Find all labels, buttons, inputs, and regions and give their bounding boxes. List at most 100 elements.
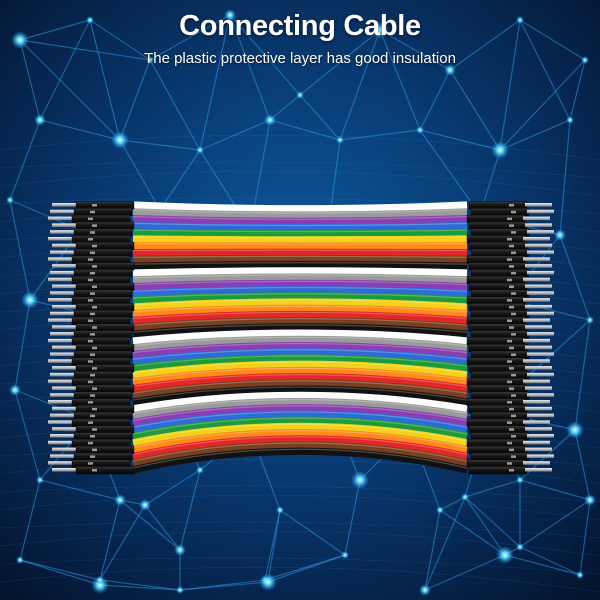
wire bbox=[132, 366, 468, 386]
wire-highlight bbox=[132, 311, 468, 320]
network-line bbox=[344, 479, 361, 556]
left-latch bbox=[90, 414, 95, 418]
network-line bbox=[39, 19, 91, 121]
network-sweep-line bbox=[0, 557, 600, 575]
right-connector-housing bbox=[468, 221, 528, 230]
wire-highlight bbox=[132, 405, 468, 422]
wire bbox=[132, 273, 468, 284]
right-pin bbox=[523, 216, 550, 221]
wire bbox=[132, 261, 468, 270]
network-node bbox=[444, 64, 456, 76]
left-pin bbox=[48, 461, 74, 465]
network-line bbox=[144, 504, 181, 551]
right-latch bbox=[507, 401, 512, 404]
right-latch bbox=[511, 271, 516, 275]
right-latch bbox=[507, 339, 512, 343]
network-line bbox=[9, 119, 41, 201]
left-pin bbox=[52, 264, 78, 268]
network-node bbox=[21, 291, 39, 309]
network-node bbox=[16, 556, 24, 564]
left-latch bbox=[88, 278, 93, 282]
right-latch bbox=[507, 360, 512, 363]
left-latch bbox=[92, 326, 97, 329]
right-latch bbox=[509, 326, 514, 329]
network-line bbox=[149, 59, 201, 151]
right-connector-housing bbox=[466, 316, 526, 325]
network-node bbox=[436, 506, 444, 514]
left-latch bbox=[90, 251, 95, 255]
right-connector-housing bbox=[470, 208, 530, 216]
network-line bbox=[329, 139, 341, 216]
right-connector-housing bbox=[470, 350, 530, 359]
wire bbox=[132, 385, 468, 406]
right-latch bbox=[511, 414, 516, 418]
network-line bbox=[19, 39, 151, 61]
network-sweep-line bbox=[0, 530, 600, 557]
right-pin bbox=[523, 400, 550, 404]
right-connector-housing bbox=[466, 337, 526, 346]
right-connector-housing bbox=[466, 255, 526, 264]
right-pin bbox=[527, 393, 554, 397]
network-line bbox=[149, 14, 231, 61]
right-pin bbox=[527, 209, 554, 214]
left-pin bbox=[52, 243, 78, 248]
right-pin bbox=[527, 372, 554, 377]
left-pin bbox=[52, 468, 78, 472]
wire-highlight bbox=[132, 215, 468, 220]
wire bbox=[132, 360, 468, 379]
left-pin bbox=[50, 291, 76, 295]
network-sweep-line bbox=[0, 521, 600, 539]
right-latch bbox=[509, 448, 514, 452]
network-line bbox=[89, 19, 121, 141]
wire-highlight bbox=[132, 293, 468, 299]
network-line bbox=[179, 469, 201, 551]
wire-highlight bbox=[132, 202, 468, 208]
network-line bbox=[19, 559, 101, 581]
wire-highlight bbox=[132, 374, 468, 388]
right-latch bbox=[509, 428, 514, 431]
left-connector-housing bbox=[73, 452, 133, 461]
wire bbox=[132, 354, 468, 372]
network-line bbox=[559, 234, 591, 321]
left-connector-housing bbox=[71, 235, 131, 244]
left-pin bbox=[52, 406, 78, 411]
left-connector-housing bbox=[75, 384, 135, 393]
left-connector-housing bbox=[75, 282, 135, 291]
right-pin bbox=[527, 270, 554, 275]
network-line bbox=[159, 149, 201, 211]
wire-highlight bbox=[132, 299, 468, 306]
right-connector-housing bbox=[470, 228, 530, 237]
right-latch bbox=[509, 224, 514, 227]
right-connector-housing bbox=[466, 235, 526, 244]
right-connector-housing bbox=[468, 303, 528, 312]
left-latch bbox=[90, 210, 95, 214]
left-pin bbox=[52, 284, 78, 289]
wire bbox=[132, 329, 468, 345]
right-pin bbox=[527, 230, 554, 234]
left-latch bbox=[88, 462, 93, 465]
network-node bbox=[586, 316, 594, 324]
network-node bbox=[516, 476, 524, 484]
wire-highlight bbox=[132, 318, 468, 326]
left-pin bbox=[48, 379, 74, 384]
right-pin bbox=[525, 386, 552, 390]
right-pin bbox=[525, 447, 552, 452]
network-line bbox=[449, 69, 501, 151]
left-latch bbox=[92, 265, 97, 268]
right-latch bbox=[507, 421, 512, 424]
right-connector-housing bbox=[470, 289, 530, 298]
left-pin bbox=[52, 427, 78, 431]
left-pin bbox=[48, 440, 74, 445]
left-connector-housing bbox=[75, 466, 135, 475]
network-line bbox=[504, 554, 581, 576]
left-connector-housing bbox=[75, 425, 135, 434]
right-latch bbox=[507, 319, 512, 323]
right-pin bbox=[527, 332, 554, 336]
network-node bbox=[114, 494, 126, 506]
network-line bbox=[519, 19, 586, 61]
left-latch bbox=[88, 299, 93, 302]
network-line bbox=[519, 546, 581, 576]
network-line bbox=[99, 584, 181, 591]
right-connector-housing bbox=[468, 282, 528, 291]
